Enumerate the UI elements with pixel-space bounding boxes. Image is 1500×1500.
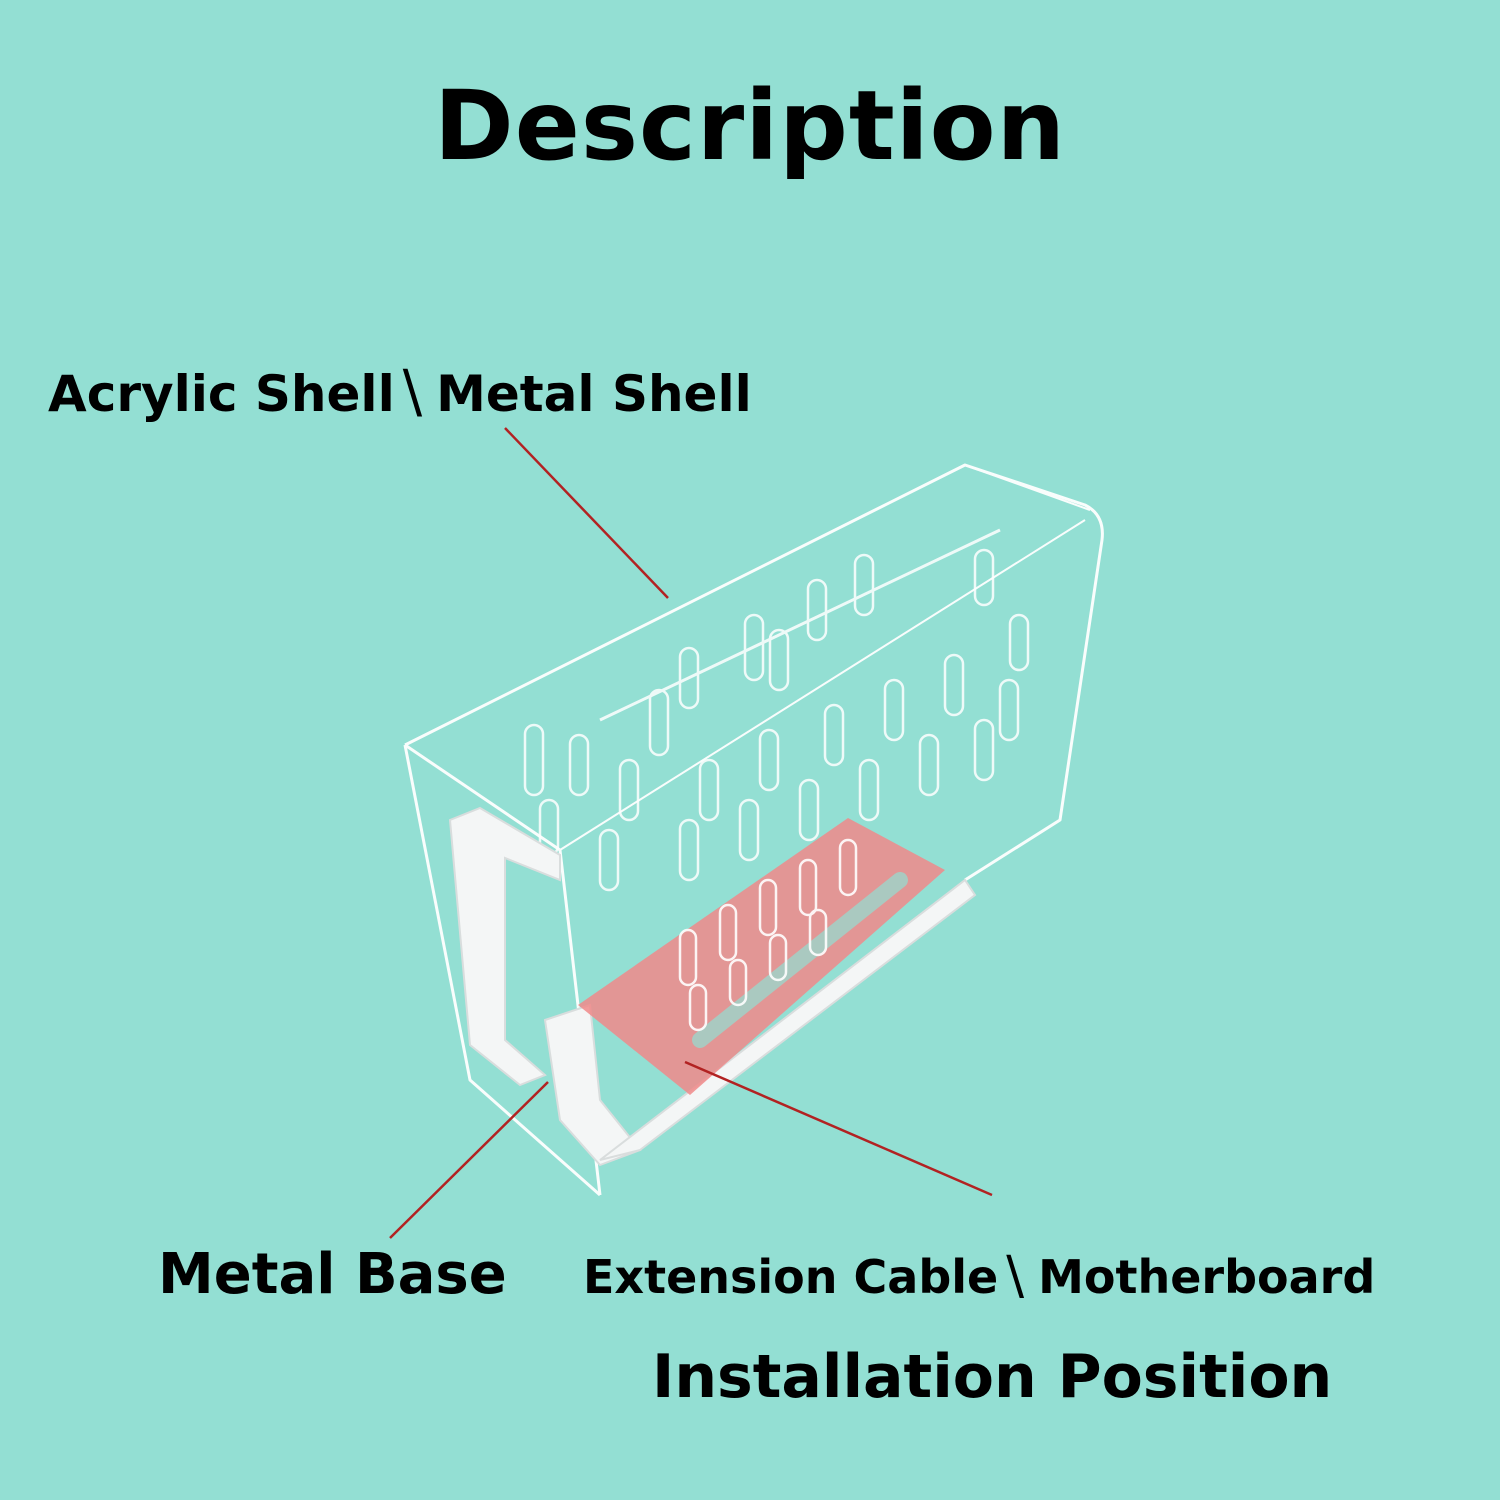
acrylic-shell-text: Acrylic Shell — [48, 365, 395, 423]
extension-cable-label: Extension Cable\Motherboard — [583, 1245, 1375, 1306]
extension-cable-text: Extension Cable — [583, 1250, 999, 1304]
base-leader-line — [389, 1081, 549, 1239]
page-title: Description — [434, 70, 1066, 182]
separator: \ — [1006, 1245, 1025, 1306]
separator: \ — [402, 358, 423, 425]
cable-leader-line — [684, 1060, 993, 1197]
metal-shell-text: Metal Shell — [436, 365, 752, 423]
installation-position-label: Installation Position — [652, 1342, 1333, 1412]
motherboard-text: Motherboard — [1038, 1250, 1376, 1304]
motherboard-highlight — [578, 818, 945, 1095]
shell-leader-line — [504, 427, 669, 599]
metal-base-label: Metal Base — [158, 1242, 507, 1307]
vent-slots — [523, 528, 1030, 892]
shell-label: Acrylic Shell\Metal Shell — [48, 358, 752, 425]
leader-lines — [389, 427, 993, 1239]
